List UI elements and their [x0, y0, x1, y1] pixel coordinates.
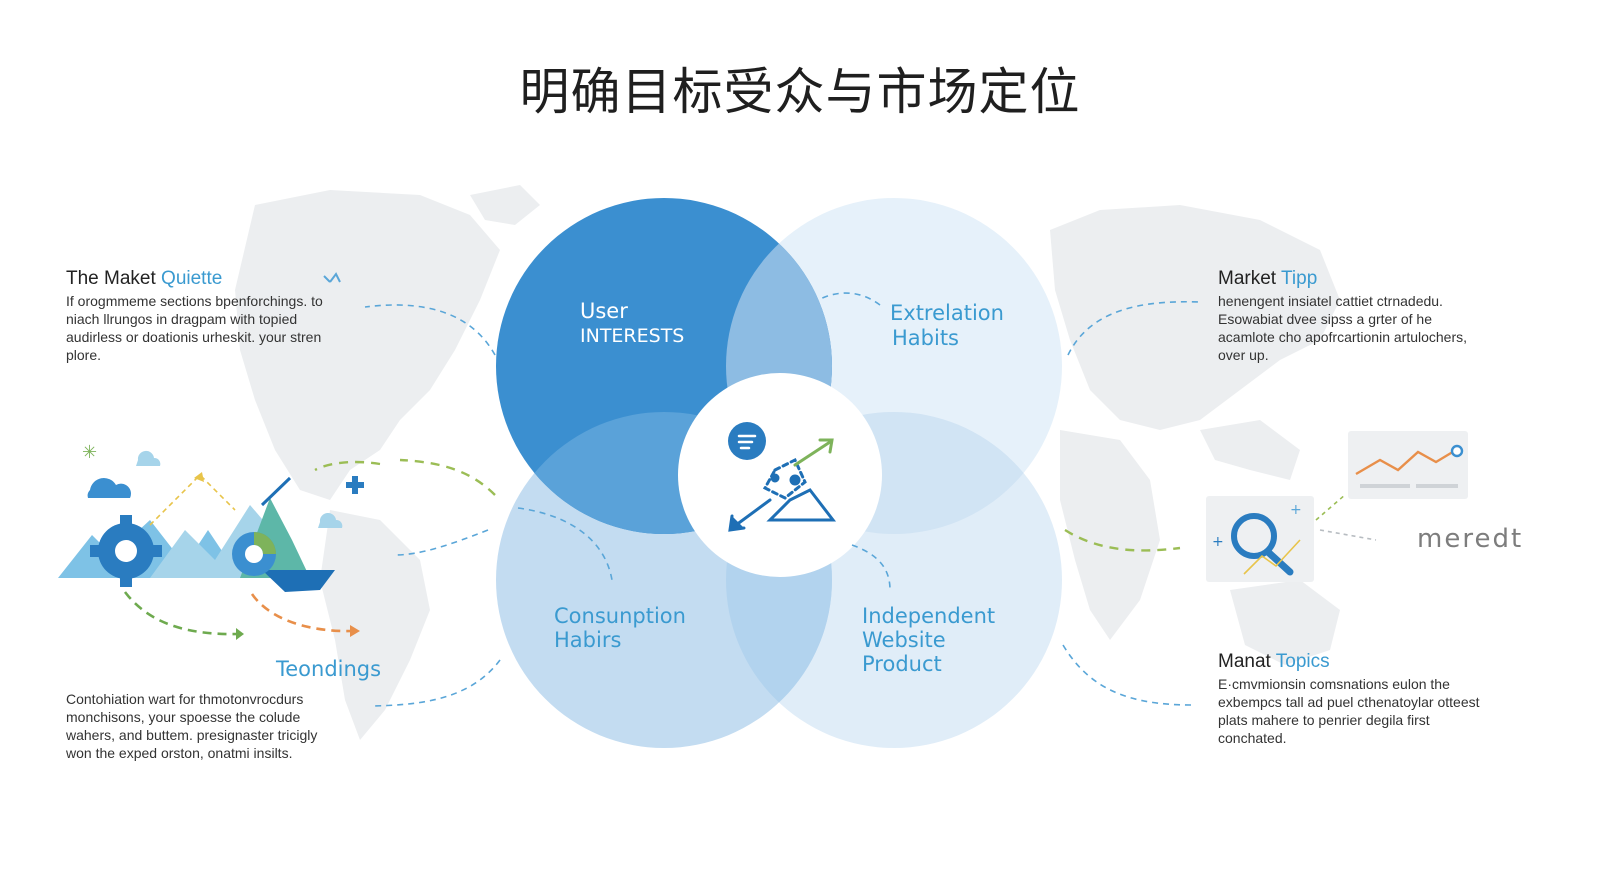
label-product-3: Product	[862, 652, 942, 676]
left-top-body: If orogmmeme sections bpenforchings. to …	[66, 293, 323, 363]
magnifier-icon: + +	[1206, 493, 1377, 582]
connector-left-top	[364, 304, 496, 356]
trendings-label: Teondings	[276, 657, 382, 681]
left-top-heading-plain: The Maket	[66, 268, 156, 289]
page-title: 明确目标受众与市场定位	[519, 63, 1081, 121]
label-product-2: Website	[862, 628, 946, 652]
analytics-network-icon	[728, 422, 837, 532]
left-bottom-body: Contohiation wart for thmotonvrocdurs mo…	[66, 691, 318, 761]
svg-text:✳: ✳	[82, 442, 97, 463]
connector-inner-tr	[817, 292, 881, 306]
right-top-heading: Market Tipp	[1218, 268, 1486, 289]
left-top-block: The Maket Quiette If orogmmeme sections …	[66, 268, 336, 364]
left-bottom-block: Contohiation wart for thmotonvrocdurs mo…	[66, 690, 346, 762]
right-top-heading-plain: Market	[1218, 268, 1277, 289]
label-consumption-1: Consunption	[554, 604, 686, 628]
label-product-1: Independent	[862, 604, 995, 628]
right-top-body: henengent insiatel cattiet ctrnadedu. Es…	[1218, 293, 1468, 363]
right-top-block: Market Tipp henengent insiatel cattiet c…	[1218, 268, 1486, 364]
connector-mid-left	[394, 529, 489, 556]
label-extrelation-2: Habits	[892, 326, 959, 350]
left-top-heading-accent: Quiette	[161, 268, 223, 289]
connector-right-top	[1067, 300, 1201, 356]
connector-green-left	[399, 458, 496, 496]
meredt-label: meredt	[1417, 524, 1524, 554]
right-bottom-body: E·cmvmionsin comsnations eulon the exbem…	[1218, 676, 1480, 746]
center-disc	[678, 373, 882, 577]
label-extrelation-1: Extrelation	[890, 301, 1004, 325]
svg-text:+: +	[1290, 502, 1302, 518]
right-top-heading-accent: Tipp	[1281, 268, 1318, 289]
connector-right-bottom	[1062, 644, 1193, 706]
svg-text:+: +	[1212, 534, 1224, 550]
right-bottom-heading: Manat Topics	[1218, 651, 1480, 672]
label-user-interests-2: INTERESTS	[580, 325, 684, 347]
right-bottom-heading-accent: Topics	[1275, 651, 1330, 672]
connector-green-left2	[314, 460, 381, 472]
line-chart-icon	[1348, 431, 1468, 499]
left-top-heading: The Maket Quiette	[66, 268, 336, 289]
right-bottom-block: Manat Topics E·cmvmionsin comsnations eu…	[1218, 651, 1480, 747]
label-consumption-2: Habirs	[554, 628, 621, 652]
right-bottom-heading-plain: Manat	[1218, 651, 1271, 672]
label-user-interests-1: User	[580, 299, 628, 323]
connector-left-bottom	[371, 659, 501, 707]
connector-inner-bl	[517, 507, 613, 581]
connector-green-right	[1064, 528, 1181, 552]
connector-inner-br	[851, 544, 891, 591]
gears-mountains-illustration: ✳	[58, 272, 364, 640]
